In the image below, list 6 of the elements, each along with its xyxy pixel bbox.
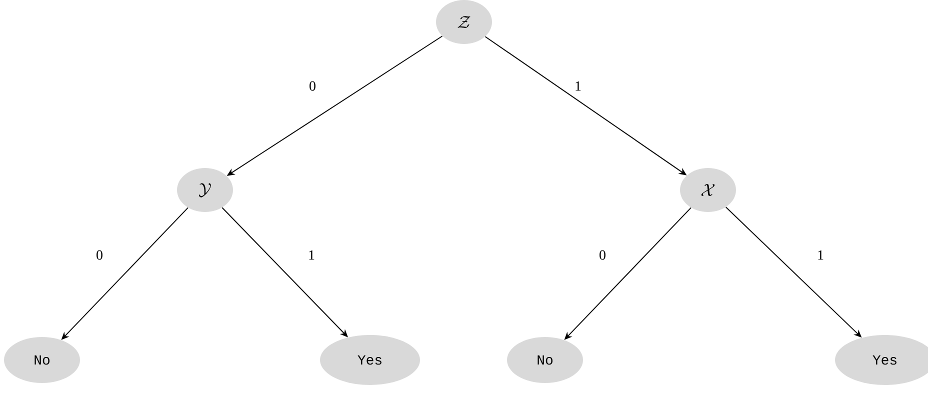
edge-label: 1 <box>816 249 826 261</box>
edge-label: 0 <box>308 80 317 92</box>
edge-label: 1 <box>307 249 316 261</box>
edge-label: 0 <box>598 249 607 261</box>
edge-label: 0 <box>95 249 104 261</box>
edge-label: 1 <box>574 80 582 92</box>
